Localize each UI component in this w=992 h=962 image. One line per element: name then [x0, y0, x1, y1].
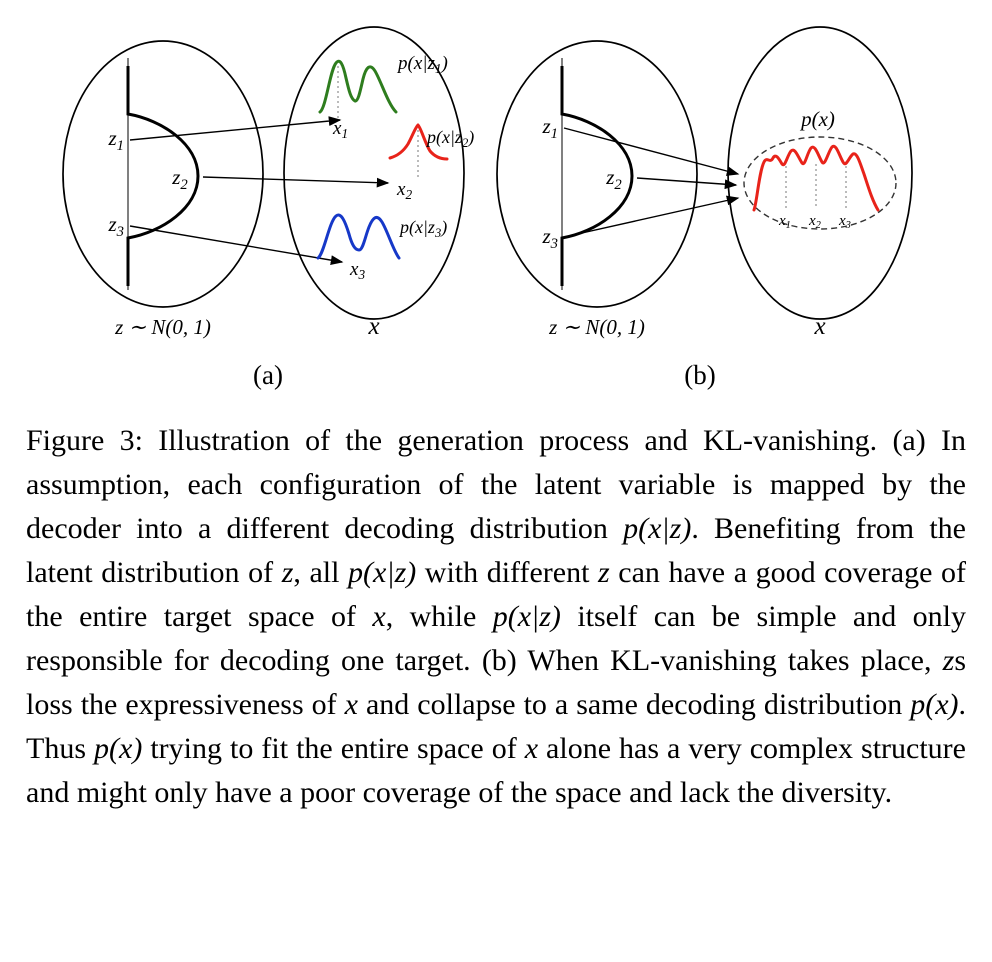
caption-math-segment: x [524, 732, 539, 765]
panel-a-x-space-ellipse [283, 26, 465, 320]
caption-text-segment: , all [293, 556, 349, 589]
caption-math-segment: p(x|z) [348, 556, 417, 589]
panel-a-x-space-label: x [367, 313, 379, 340]
caption-math-segment: p(x|z) [492, 600, 561, 633]
caption-math-segment: z [281, 556, 294, 589]
panel-a-x2-label: x2 [396, 179, 412, 202]
figure-diagram: z1 z2 z3 p(x|z1) x1 p(x|z2) x2 p(x|z3) x… [62, 26, 913, 390]
caption-text-segment: alone has a very complex structure and m… [26, 732, 966, 809]
panel-a-z1-label: z1 [107, 126, 124, 154]
caption-math-segment: p(x) [94, 732, 143, 765]
caption-math-segment: x [344, 688, 358, 721]
caption-text-segment: and collapse to a same decoding distribu… [357, 688, 911, 721]
caption-text-segment: can have a good coverage of the entire t… [26, 556, 966, 633]
panel-a-gaussian-curve [126, 66, 200, 286]
panel-b-z-dist-label: z ∼ N(0, 1) [548, 315, 645, 339]
panel-b-z3-label: z3 [541, 224, 558, 252]
panel-a-dist1-label: p(x|z1) [396, 53, 448, 76]
panel-b-complex-red-distribution [752, 144, 880, 212]
caption-text-segment: , while [385, 600, 493, 633]
panel-b-z-space-ellipse [496, 40, 698, 308]
caption-math-segment: x [372, 600, 386, 633]
panel-b-x-space-label: x [813, 313, 825, 340]
paper-figure: z1 z2 z3 p(x|z1) x1 p(x|z2) x2 p(x|z3) x… [26, 26, 966, 815]
panel-a-x3-label: x3 [349, 259, 365, 282]
panel-b-x1-label: x1 [778, 213, 791, 231]
panel-b-label: (b) [684, 360, 715, 390]
panel-a-arrow-z2-x2 [202, 176, 390, 188]
panel-a-red-distribution [388, 123, 449, 161]
panel-a-z-dist-label: z ∼ N(0, 1) [114, 315, 211, 339]
panel-b-gaussian-curve [560, 66, 634, 286]
panel-a-dist2-label: p(x|z2) [425, 127, 474, 150]
caption-text-segment: Figure 3: Illustration of the generation… [26, 424, 966, 545]
panel-b-collapsed-region-dashed-ellipse [743, 136, 897, 230]
caption-text-segment: itself can be simple and only responsibl… [26, 600, 966, 677]
panel-b-arrow-z2-px [636, 177, 738, 190]
caption-math-segment: p(x|z) [623, 512, 692, 545]
panel-a-dist3-label: p(x|z3) [398, 217, 447, 240]
panel-a-x1-label: x1 [332, 118, 348, 141]
panel-a-blue-distribution [316, 213, 401, 260]
caption-text-segment: . Benefiting from the latent distributio… [26, 512, 966, 589]
panel-a-arrow-z3-x3 [129, 225, 344, 265]
panel-b-arrow-z1-px [563, 127, 740, 176]
panel-b-x-space-ellipse [727, 26, 913, 320]
panel-a-label: (a) [253, 360, 283, 390]
caption-text-segment: . Thus [26, 688, 966, 765]
panel-a-green-distribution [318, 59, 398, 114]
caption-math-segment: z [598, 556, 610, 589]
figure-caption: Figure 3: Illustration of the generation… [26, 419, 966, 815]
panel-b-x3-label: x3 [838, 213, 851, 231]
panel-b-x2-label: x2 [808, 213, 822, 231]
caption-text-segment: s loss the expressiveness of [26, 644, 966, 721]
caption-math-segment: p(x) [910, 688, 959, 721]
panel-a-arrow-z1-x1 [129, 116, 342, 141]
panel-a-z-space-ellipse [62, 40, 264, 308]
caption-text-segment: trying to fit the entire space of [142, 732, 525, 765]
panel-b-arrow-z3-px [563, 195, 740, 238]
panel-a-z3-label: z3 [107, 212, 124, 240]
caption-text-segment: with different [416, 556, 599, 589]
panel-b-z1-label: z1 [541, 114, 558, 142]
panel-a-z2-label: z2 [171, 165, 188, 193]
panel-b-px-label: p(x) [799, 107, 835, 131]
caption-math-segment: z [942, 644, 955, 677]
panel-b-z2-label: z2 [605, 165, 622, 193]
